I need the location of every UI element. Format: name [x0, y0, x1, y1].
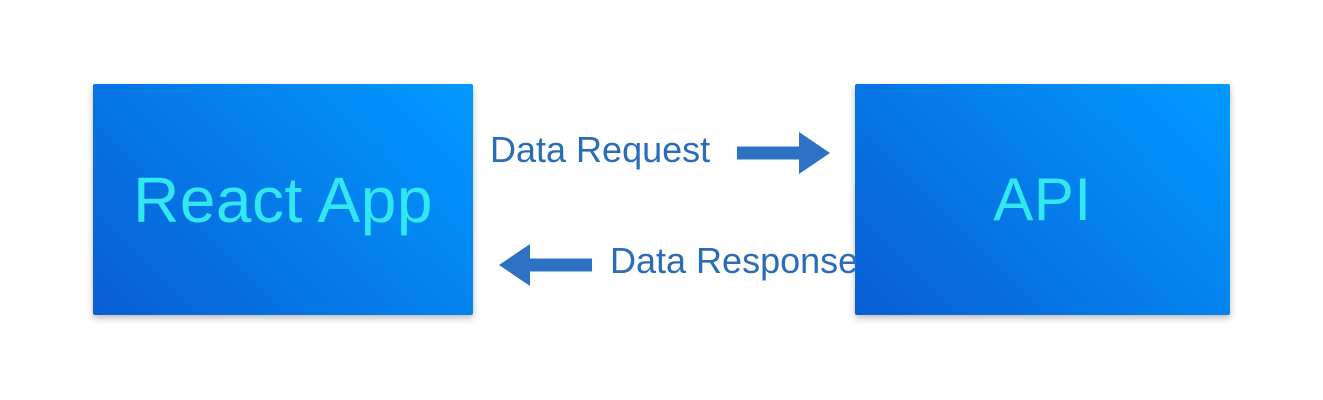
- node-react-app: React App: [93, 84, 473, 315]
- arrow-right-icon: [737, 131, 830, 175]
- node-react-app-label: React App: [133, 163, 433, 236]
- arrow-left-icon: [499, 243, 592, 287]
- data-request-label: Data Request: [490, 129, 711, 170]
- node-api: API: [855, 84, 1230, 315]
- data-response-label: Data Response: [610, 240, 859, 281]
- node-api-label: API: [993, 165, 1092, 233]
